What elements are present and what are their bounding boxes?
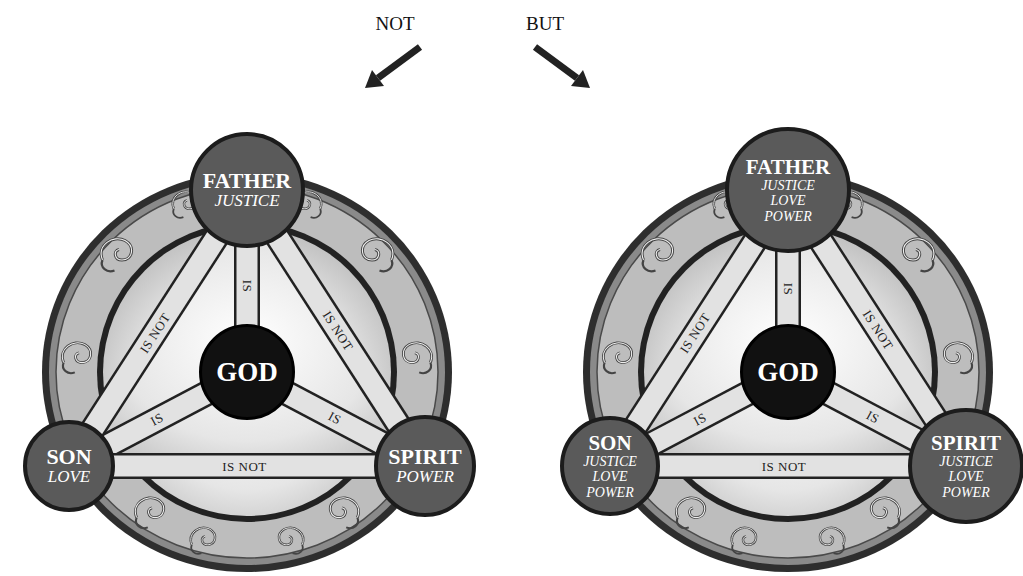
- person-name: FATHER: [203, 169, 291, 192]
- person-circle: SPIRITJUSTICELOVEPOWER: [908, 408, 1023, 524]
- attribute-text: JUSTICE: [761, 178, 815, 193]
- band-stroke: [775, 245, 801, 332]
- attribute-text: JUSTICE: [583, 454, 637, 469]
- person-circle: SONLOVE: [23, 420, 115, 512]
- person-circle: SONJUSTICELOVEPOWER: [560, 416, 660, 516]
- band-stroke: [90, 232, 220, 434]
- god-circle: GOD: [740, 324, 836, 420]
- band-stroke: [778, 245, 799, 332]
- band-label: IS NOT: [760, 459, 809, 474]
- band-stroke: [652, 456, 916, 477]
- person-circle: FATHERJUSTICE: [189, 132, 305, 248]
- band-stroke: [633, 236, 758, 430]
- band-label: IS NOT: [220, 459, 269, 474]
- band-stroke: [90, 232, 220, 434]
- person-circle: FATHERJUSTICELOVEPOWER: [725, 127, 851, 253]
- person-name: SPIRIT: [931, 432, 1001, 454]
- attribute-text: POWER: [764, 209, 811, 224]
- attribute-text: POWER: [942, 485, 989, 500]
- band-connector: [633, 236, 758, 430]
- band-stroke: [237, 240, 258, 332]
- band-stroke: [633, 236, 758, 430]
- person-circle: SPIRITPOWER: [374, 415, 476, 517]
- band-label: IS: [240, 278, 255, 295]
- person-name: SPIRIT: [388, 445, 461, 468]
- band-label: IS: [781, 280, 796, 297]
- band-label: IS NOT: [676, 309, 715, 358]
- band-stroke: [234, 240, 260, 332]
- band-label: IS: [689, 408, 711, 429]
- band-stroke: [818, 236, 939, 424]
- god-circle: GOD: [199, 324, 295, 420]
- attribute-text: LOVE: [593, 469, 628, 484]
- attribute-text: POWER: [586, 485, 633, 500]
- band-label: IS NOT: [859, 306, 898, 355]
- band-stroke: [652, 453, 916, 479]
- attribute-text: LOVE: [949, 469, 984, 484]
- attribute-text: JUSTICE: [939, 454, 993, 469]
- person-name: SON: [46, 445, 91, 468]
- contrast-word: NOT: [375, 13, 414, 35]
- band-label: IS: [324, 408, 346, 429]
- person-name: SON: [588, 432, 631, 454]
- band-stroke: [818, 236, 939, 424]
- person-name: GOD: [757, 358, 819, 386]
- attribute-text: POWER: [396, 468, 454, 487]
- contrast-word: BUT: [526, 13, 564, 35]
- band-label: IS: [862, 406, 884, 427]
- attribute-text: JUSTICE: [214, 192, 279, 211]
- band-connector: [90, 232, 220, 434]
- band-stroke: [274, 232, 402, 430]
- band-connector: [818, 236, 939, 424]
- attribute-text: LOVE: [771, 193, 806, 208]
- band-label: IS NOT: [318, 306, 357, 355]
- band-stroke: [274, 232, 402, 430]
- band-label: IS NOT: [135, 309, 174, 358]
- band-stroke: [107, 453, 382, 479]
- band-stroke: [107, 456, 382, 477]
- person-name: GOD: [216, 358, 278, 386]
- band-connector: [274, 232, 402, 430]
- person-name: FATHER: [746, 156, 830, 178]
- band-label: IS: [146, 409, 168, 430]
- attribute-text: LOVE: [48, 468, 91, 487]
